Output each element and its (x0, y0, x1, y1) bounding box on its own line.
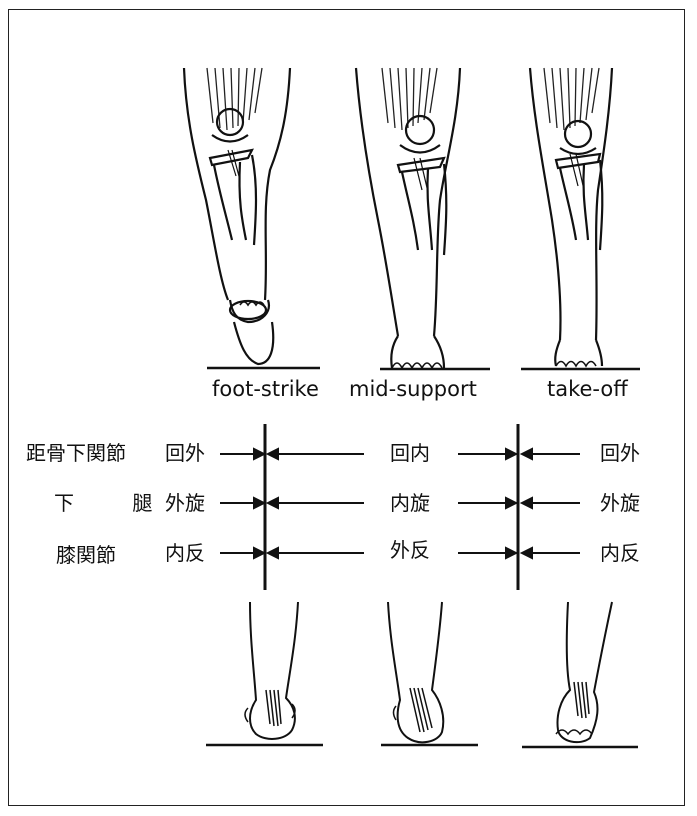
phase-label-mid-support: mid-support (349, 376, 477, 402)
value-subtalar-foot-strike: 回外 (165, 441, 205, 465)
leg-take-off (530, 68, 612, 366)
row-label-lower-leg: 下 腿 (54, 491, 178, 515)
phase-label-take-off: take-off (547, 376, 628, 402)
value-knee-take-off: 内反 (600, 541, 640, 565)
leg-foot-strike (184, 68, 290, 364)
phase-label-foot-strike: foot-strike (212, 376, 319, 402)
value-lower-leg-take-off: 外旋 (600, 491, 640, 515)
value-knee-mid-support: 外反 (390, 538, 430, 562)
heel-take-off (556, 602, 612, 742)
value-subtalar-take-off: 回外 (600, 441, 640, 465)
value-lower-leg-mid-support: 内旋 (390, 491, 430, 515)
heel-mid-support (388, 602, 443, 742)
row-label-knee-joint: 膝関節 (56, 543, 116, 567)
value-lower-leg-foot-strike: 外旋 (165, 491, 205, 515)
value-subtalar-mid-support: 回内 (390, 441, 430, 465)
value-knee-foot-strike: 内反 (165, 541, 205, 565)
row-label-subtalar-joint: 距骨下関節 (26, 441, 126, 465)
heel-foot-strike (245, 602, 298, 739)
leg-mid-support (356, 68, 460, 368)
